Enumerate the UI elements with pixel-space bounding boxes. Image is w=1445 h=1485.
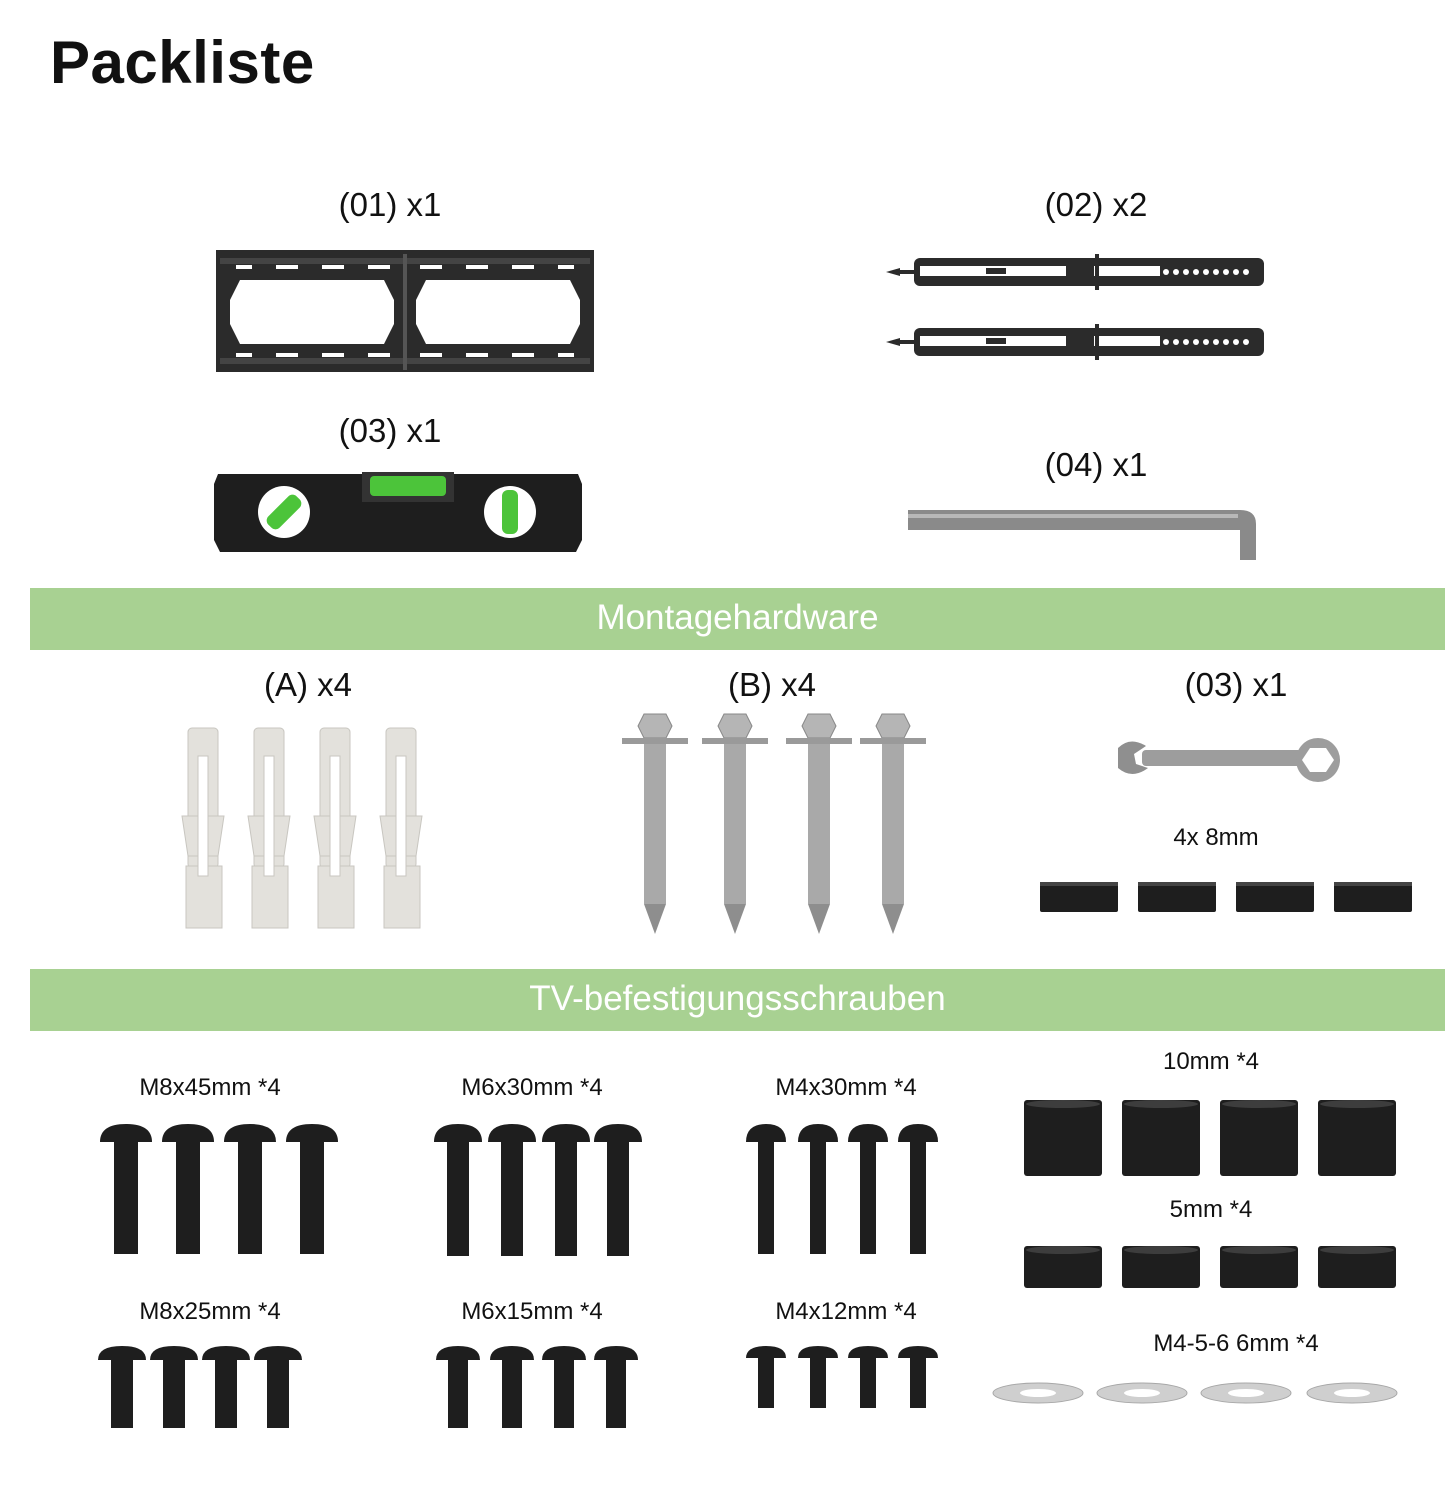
label-screw-m6x15: M6x15mm *4 — [461, 1298, 603, 1325]
wall-dowel-icon — [181, 727, 423, 929]
label-part-01: (01) x1 — [338, 186, 442, 223]
lag-bolt-icon — [622, 713, 926, 934]
section-band-montagehardware: Montagehardware — [30, 588, 1445, 650]
spacer-10mm-icon — [1024, 1100, 1396, 1176]
mounting-arm-icon — [886, 254, 1264, 360]
label-part-b: (B) x4 — [727, 666, 816, 703]
screw-m6x15-icon — [436, 1346, 638, 1428]
section-band-tv-screws: TV-befestigungsschrauben — [30, 969, 1445, 1031]
label-spacer-8mm: 4x 8mm — [1173, 824, 1259, 851]
label-part-a: (A) x4 — [263, 666, 352, 703]
label-part-03: (03) x1 — [338, 412, 442, 449]
screw-m6x30-icon — [434, 1124, 642, 1256]
spacer-8mm-icon — [1040, 882, 1412, 912]
wrench-icon — [1118, 738, 1340, 782]
label-screw-m4x30: M4x30mm *4 — [775, 1074, 917, 1101]
wall-plate-icon — [216, 250, 594, 372]
page-title: Packliste — [50, 29, 315, 96]
screw-m8x45-icon — [100, 1124, 338, 1254]
label-part-wrench: (03) x1 — [1184, 666, 1288, 703]
spirit-level-icon — [214, 472, 582, 552]
label-part-02: (02) x2 — [1044, 186, 1148, 223]
screw-m4x30-icon — [746, 1124, 938, 1254]
screw-m8x25-icon — [98, 1346, 302, 1428]
label-screw-m8x45: M8x45mm *4 — [139, 1074, 281, 1101]
label-washers: M4-5-6 6mm *4 — [1153, 1330, 1319, 1357]
label-screw-m4x12: M4x12mm *4 — [775, 1298, 917, 1325]
label-screw-m8x25: M8x25mm *4 — [139, 1298, 281, 1325]
allen-key-icon — [908, 510, 1256, 560]
spacer-5mm-icon — [1024, 1246, 1396, 1288]
label-spacer-10mm: 10mm *4 — [1162, 1048, 1260, 1075]
screw-m4x12-icon — [746, 1346, 938, 1408]
label-spacer-5mm: 5mm *4 — [1169, 1196, 1253, 1223]
washer-icon — [992, 1382, 1398, 1404]
label-screw-m6x30: M6x30mm *4 — [461, 1074, 603, 1101]
label-part-04: (04) x1 — [1044, 446, 1148, 483]
